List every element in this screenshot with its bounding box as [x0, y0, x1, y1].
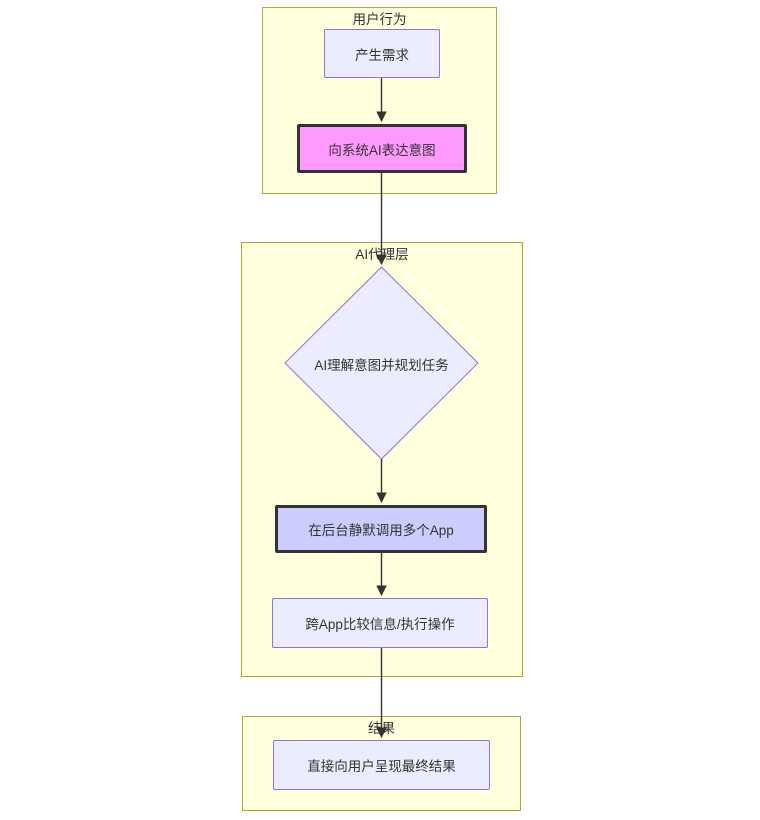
cluster-user-behavior-title: 用户行为: [352, 12, 407, 27]
node-express-intent: 向系统AI表达意图: [297, 124, 467, 173]
cluster-ai-agent-layer-title: AI代理层: [355, 247, 409, 262]
cluster-result-title: 结果: [368, 721, 395, 736]
node-compare-execute: 跨App比较信息/执行操作: [272, 598, 488, 648]
node-present-result: 直接向用户呈现最终结果: [273, 740, 490, 790]
node-generate-need: 产生需求: [324, 29, 440, 78]
node-understand-and-plan: AI理解意图并规划任务: [314, 358, 449, 373]
node-call-multiple-apps: 在后台静默调用多个App: [275, 505, 487, 553]
